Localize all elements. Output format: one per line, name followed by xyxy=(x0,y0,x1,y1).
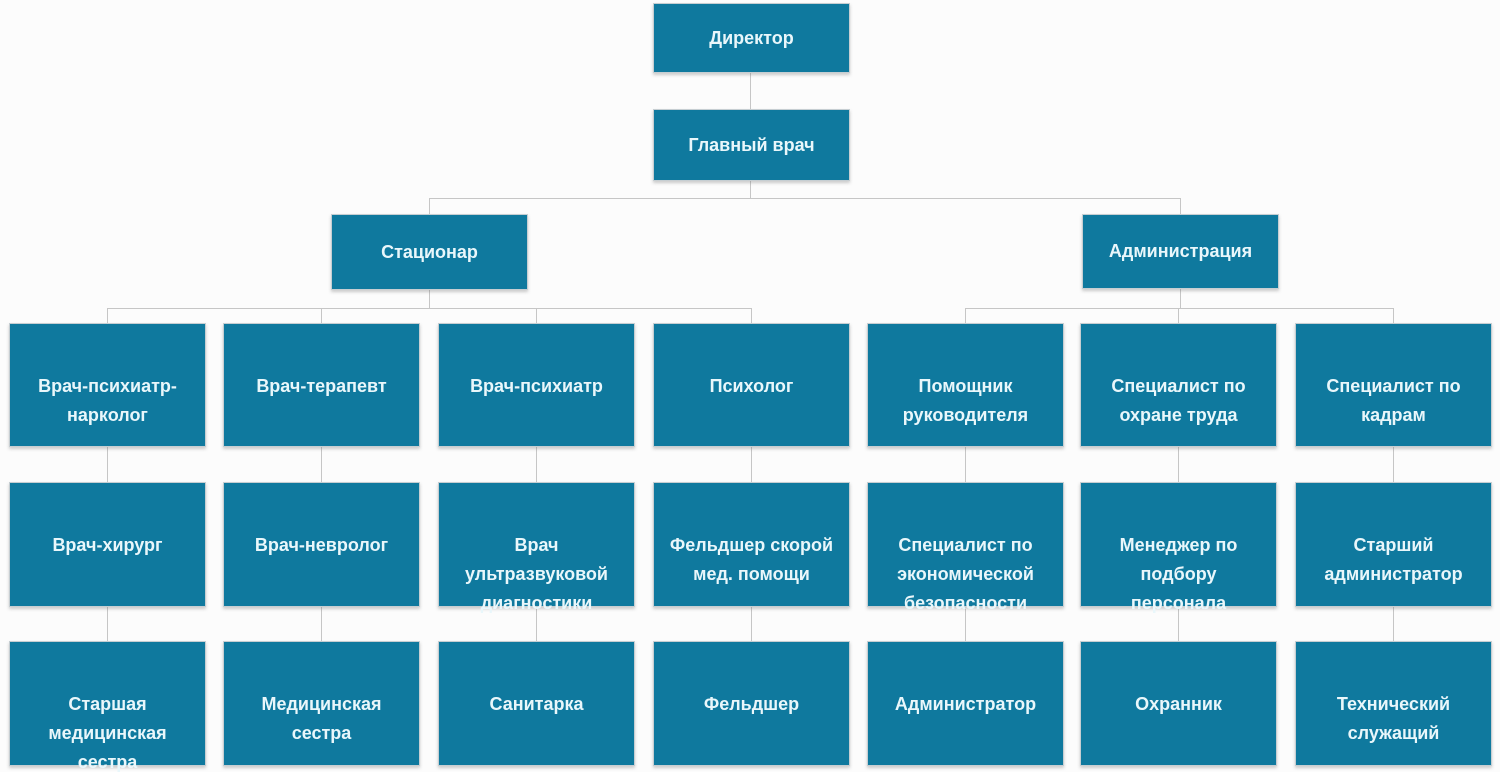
connector-line xyxy=(1178,607,1179,641)
node-orderly: Санитарка xyxy=(438,641,635,766)
node-label: Специалист по охране труда xyxy=(1111,376,1246,425)
connector-line xyxy=(751,308,752,323)
connector-line xyxy=(1178,308,1179,323)
node-security-guard: Охранник xyxy=(1080,641,1277,766)
connector-line xyxy=(965,308,1394,309)
node-label: Специалист по экономической безопасности xyxy=(897,535,1034,613)
connector-line xyxy=(1180,289,1181,308)
node-label: Охранник xyxy=(1135,694,1222,714)
node-label: Старшая медицинская сестра xyxy=(48,694,167,772)
node-label: Помощник руководителя xyxy=(902,376,1029,425)
connector-line xyxy=(1393,447,1394,482)
node-head-nurse: Старшая медицинская сестра xyxy=(9,641,206,772)
node-label: Психолог xyxy=(709,376,794,396)
node-therapist: Врач-терапевт xyxy=(223,323,420,447)
connector-line xyxy=(751,447,752,482)
node-surgeon: Врач-хирург xyxy=(9,482,206,607)
connector-line xyxy=(536,447,537,482)
connector-line xyxy=(965,607,966,641)
node-label: Стационар xyxy=(381,241,478,262)
node-administrator: Администратор xyxy=(867,641,1064,766)
connector-line xyxy=(107,308,752,309)
node-label: Врач-психиатр- нарколог xyxy=(38,376,177,425)
connector-line xyxy=(1393,308,1394,323)
node-label: Врач-терапевт xyxy=(256,376,387,396)
node-director: Директор xyxy=(653,3,850,73)
node-label: Врач-психиатр xyxy=(470,376,603,396)
node-label: Медицинская сестра xyxy=(261,694,382,743)
node-technical-worker: Технический служащий xyxy=(1295,641,1492,766)
node-label: Врач-невролог xyxy=(254,535,389,555)
node-neurologist: Врач-невролог xyxy=(223,482,420,607)
node-label: Технический служащий xyxy=(1336,694,1451,743)
connector-line xyxy=(750,181,751,198)
node-label: Главный врач xyxy=(688,134,815,155)
connector-line xyxy=(107,447,108,482)
node-hr-specialist: Специалист по кадрам xyxy=(1295,323,1492,447)
connector-line xyxy=(321,607,322,641)
node-label: Фельдшер xyxy=(703,694,800,714)
node-nurse: Медицинская сестра xyxy=(223,641,420,766)
node-label: Фельдшер скорой мед. помощи xyxy=(669,535,834,584)
node-psychiatrist: Врач-психиатр xyxy=(438,323,635,447)
connector-line xyxy=(751,607,752,641)
node-recruiting-manager: Менеджер по подбору персонала xyxy=(1080,482,1277,613)
connector-line xyxy=(965,308,966,323)
connector-line xyxy=(429,198,430,214)
connector-line xyxy=(536,607,537,641)
node-label: Администратор xyxy=(894,694,1037,714)
node-label: Врач-хирург xyxy=(52,535,163,555)
node-economic-security-specialist: Специалист по экономической безопасности xyxy=(867,482,1064,613)
node-ultrasound-doctor: Врач ультразвуковой диагностики xyxy=(438,482,635,613)
connector-line xyxy=(107,308,108,323)
node-label: Администрация xyxy=(1108,241,1253,261)
connector-line xyxy=(1180,198,1181,214)
node-paramedic: Фельдшер xyxy=(653,641,850,766)
node-stationar: Стационар xyxy=(331,214,528,290)
node-psychologist: Психолог xyxy=(653,323,850,447)
connector-line xyxy=(1178,447,1179,482)
node-labor-safety-specialist: Специалист по охране труда xyxy=(1080,323,1277,447)
connector-line xyxy=(321,308,322,323)
connector-line xyxy=(1393,607,1394,641)
connector-line xyxy=(321,447,322,482)
node-assistant-to-director: Помощник руководителя xyxy=(867,323,1064,447)
connector-line xyxy=(965,447,966,482)
node-label: Санитарка xyxy=(489,694,584,714)
node-label: Старший администратор xyxy=(1324,535,1463,584)
node-ambulance-paramedic: Фельдшер скорой мед. помощи xyxy=(653,482,850,607)
connector-line xyxy=(750,73,751,109)
node-label: Менеджер по подбору персонала xyxy=(1119,535,1238,613)
connector-line xyxy=(107,607,108,641)
node-label: Директор xyxy=(709,27,794,48)
node-label: Специалист по кадрам xyxy=(1326,376,1461,425)
connector-line xyxy=(429,198,1181,199)
node-psychiatrist-narcologist: Врач-психиатр- нарколог xyxy=(9,323,206,447)
node-administration: Администрация xyxy=(1082,214,1279,289)
node-label: Врач ультразвуковой диагностики xyxy=(465,535,608,613)
connector-line xyxy=(429,290,430,308)
connector-line xyxy=(536,308,537,323)
node-senior-administrator: Старший администратор xyxy=(1295,482,1492,607)
node-chief-physician: Главный врач xyxy=(653,109,850,181)
